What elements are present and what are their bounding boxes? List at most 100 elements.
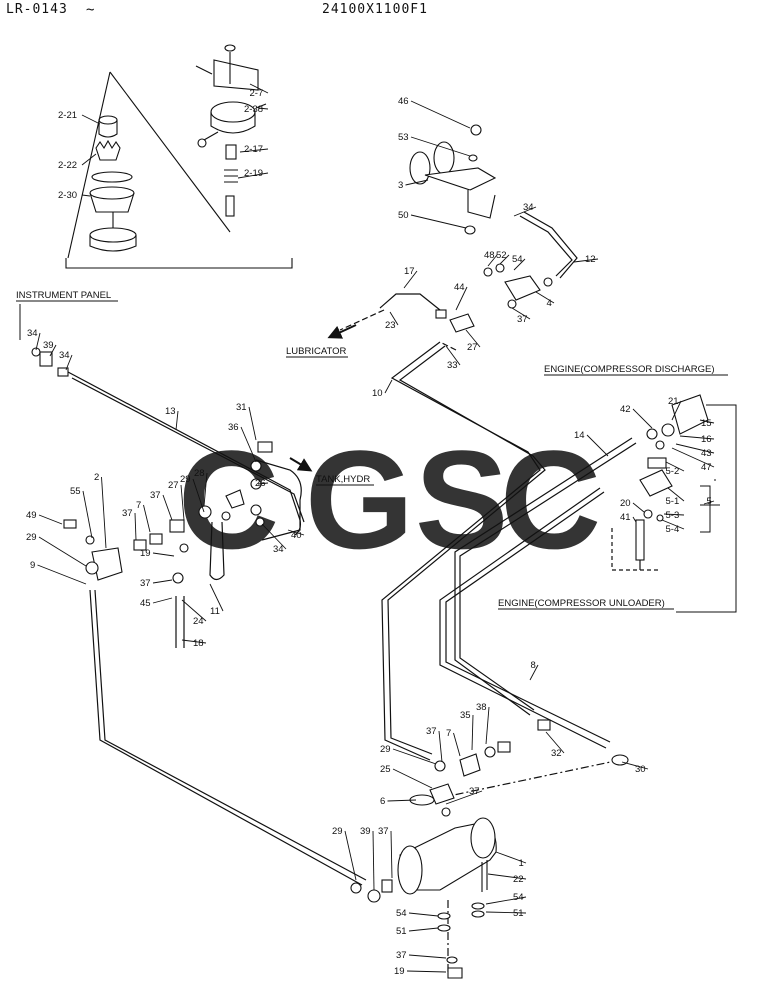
squiggle-mark: ~ — [86, 2, 96, 18]
pipe-9 — [89, 589, 363, 886]
plate-5-2 — [647, 457, 667, 469]
callout-leader — [511, 307, 531, 320]
callout-leader — [287, 529, 305, 536]
callout-label: 48 — [484, 250, 495, 261]
callout-leader — [535, 291, 555, 304]
callout-label: 2-30 — [58, 190, 77, 201]
callout-leader — [390, 830, 393, 879]
callout-leader — [445, 345, 461, 366]
callout-leader — [455, 286, 468, 311]
callout-leader — [38, 514, 63, 525]
callout-leader — [81, 194, 91, 197]
callout-leader — [134, 512, 137, 541]
callout-leader — [485, 911, 527, 914]
callout-leader — [240, 426, 257, 463]
callout-label: 10 — [372, 388, 383, 399]
callout-label: 1 — [519, 858, 524, 869]
label-engine-unloader: ENGINE(COMPRESSOR UNLOADER) — [498, 598, 665, 609]
callout-label: 22 — [513, 874, 524, 885]
callout-label: 44 — [454, 282, 465, 293]
callout-leader — [495, 851, 527, 864]
watermark-letter: G — [305, 421, 414, 578]
inset-leader — [109, 71, 231, 233]
callout-leader — [667, 487, 685, 502]
callout-label: 28 — [194, 468, 205, 479]
callout-label: 2 — [94, 472, 99, 483]
callout-label: 37 — [140, 578, 151, 589]
callout-leader — [699, 419, 715, 424]
pipes — [67, 211, 660, 975]
callout-leader — [175, 410, 179, 431]
pipe-10 — [381, 341, 541, 761]
callout-label: 8 — [531, 660, 536, 671]
callout-leader — [403, 270, 418, 289]
callout-leader — [81, 114, 101, 125]
callout-label: 41 — [620, 512, 631, 523]
inset-bracket — [65, 258, 293, 269]
label-instrument-panel: INSTRUMENT PANEL — [16, 290, 111, 301]
bolt-46 — [470, 124, 482, 136]
callout-label: 5-3 — [666, 510, 680, 521]
callout-label: 50 — [398, 210, 409, 221]
callout-leader — [181, 639, 207, 644]
callout-label: 34 — [27, 328, 38, 339]
callout-label: 39 — [360, 826, 371, 837]
callout-leader — [438, 730, 443, 763]
callout-leader — [632, 502, 645, 513]
pipe-18 — [175, 596, 185, 648]
callout-label: 37 — [378, 826, 389, 837]
block-15 — [671, 394, 709, 435]
callout-leader — [471, 714, 474, 751]
pipe-8 — [439, 487, 607, 749]
callout-label: 5-4 — [666, 524, 680, 535]
section-labels: INSTRUMENT PANEL LUBRICATOR TANK,HYDR EN… — [16, 290, 737, 613]
callout-label: 33 — [447, 360, 458, 371]
callout-leader — [261, 523, 287, 550]
callout-label: 54 — [512, 254, 523, 265]
watermark-letter: S — [415, 421, 508, 578]
callout-leader — [152, 597, 173, 604]
callout-label: 2-19 — [244, 168, 263, 179]
callout-leader — [162, 494, 173, 521]
callout-label: 6 — [380, 796, 385, 807]
callout-leader — [372, 830, 375, 891]
callout-label: 46 — [398, 96, 409, 107]
callout-leader — [143, 504, 151, 533]
callout-label: 2-38 — [244, 104, 263, 115]
callout-leader — [152, 552, 175, 557]
callout-label: 37 — [396, 950, 407, 961]
callout-label: 53 — [398, 132, 409, 143]
callout-label: 34 — [59, 350, 70, 361]
callout-leader — [344, 830, 357, 881]
callout-label: 51 — [513, 908, 524, 919]
callout-leader — [445, 790, 483, 805]
callout-label: 51 — [396, 926, 407, 937]
callout-label: 29 — [180, 474, 191, 485]
callout-leader — [621, 761, 649, 770]
callout-leader — [465, 329, 481, 348]
callout-label: 2-7 — [250, 88, 264, 99]
callout-leader — [81, 153, 97, 166]
callout-leader — [671, 400, 682, 421]
callout-label: 54 — [513, 892, 524, 903]
callout-leader — [408, 954, 447, 959]
callout-label: 4 — [547, 298, 552, 309]
part-number: 24100X1100F1 — [322, 2, 428, 17]
callout-leader — [152, 579, 173, 584]
callout-label: 29 — [26, 532, 37, 543]
callout-label: 3 — [398, 180, 403, 191]
callout-leader — [410, 136, 471, 157]
callout-leader — [237, 172, 269, 179]
callout-leader — [586, 434, 609, 457]
callout-leader — [485, 706, 490, 745]
callout-leader — [661, 519, 685, 530]
callout-label: 9 — [30, 560, 35, 571]
callout-leader — [703, 500, 715, 505]
callout-leader — [408, 927, 439, 932]
callout-label: 36 — [228, 422, 239, 433]
label-engine-discharge: ENGINE(COMPRESSOR DISCHARGE) — [544, 364, 715, 375]
callout-leader — [387, 799, 417, 802]
